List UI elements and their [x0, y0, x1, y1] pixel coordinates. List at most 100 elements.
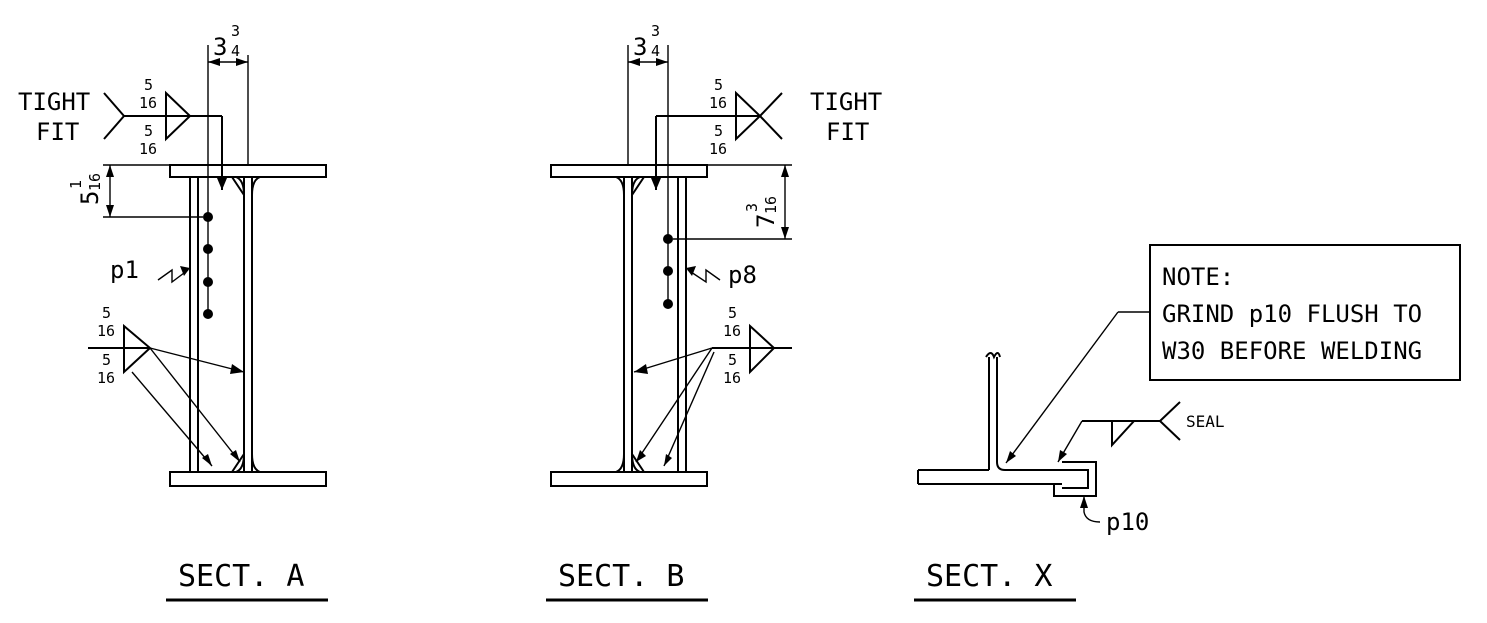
section-b-lower-weld-bot-den: 16 [723, 369, 741, 387]
section-b-dim-arrow [656, 58, 668, 66]
section-a-part-label: p1 [110, 256, 139, 284]
section-a-bolt [203, 212, 213, 222]
section-a-weld-bot-den: 16 [139, 140, 157, 158]
section-b-lower-weld-arrow [636, 450, 646, 462]
section-b-fillet-br [631, 453, 641, 473]
section-a-dim-top-den: 4 [231, 42, 240, 60]
section-a-lower-weld-leader [131, 371, 213, 467]
seal-fillet-weld-symbol [1111, 420, 1137, 448]
section-a-lower-weld-bot-num: 5 [102, 351, 111, 369]
note-line-3: W30 BEFORE WELDING [1162, 337, 1422, 365]
section-a-lower-fillet-weld-symbol [123, 323, 152, 375]
section-a-part-leader [157, 268, 189, 284]
section-a-title: SECT. A [178, 559, 304, 594]
section-x-weld-note: SEAL [1186, 412, 1225, 431]
section-x-title: SECT. X [926, 559, 1052, 594]
section-a-fillet-br [251, 453, 261, 473]
section-a-weld-top-den: 16 [139, 94, 157, 112]
section-b-fillet-tl [615, 176, 625, 196]
section-a-dim-arrow [106, 205, 114, 217]
section-a-dim-top-num: 3 [231, 22, 240, 40]
seal-weld-arrow [1058, 450, 1067, 462]
note-arrow [1006, 451, 1016, 463]
section-b-title: SECT. B [558, 559, 684, 594]
section-b-dim-side-whole: 7 [752, 214, 780, 228]
section-b-dim-arrow [628, 58, 640, 66]
section-b-dim-side-num: 3 [743, 203, 761, 212]
section-a-lower-weld-arrow [230, 364, 244, 374]
section-a-clip-top [231, 176, 245, 196]
part-p10-plate-outer [1053, 461, 1097, 497]
section-a-fillet-tl [235, 176, 245, 196]
section-a-lower-weld-arrow [202, 454, 212, 466]
section-a-part-arrow [180, 266, 190, 276]
section-a-dim-side-whole: 5 [76, 191, 104, 205]
section-b-weld-note-1: TIGHT [810, 88, 882, 116]
section-b-lower-weld-arrow [664, 454, 672, 466]
section-a-lower-weld-leader [149, 347, 241, 463]
section-b-weld-note-2: FIT [826, 118, 869, 146]
section-a-top-flange [169, 164, 327, 178]
section-a-lower-weld-top-den: 16 [97, 322, 115, 340]
section-a-weld-arrow [217, 178, 227, 190]
section-a-lower-weld-top-num: 5 [102, 304, 111, 322]
note-line-1: NOTE: [1162, 263, 1234, 291]
angle-fillet [996, 461, 1006, 471]
part-p10-plate-inner [1062, 469, 1089, 489]
section-b-lower-weld-top-num: 5 [728, 304, 737, 322]
section-b-fillet-weld-symbol [735, 90, 762, 142]
section-a-dim-arrow [236, 58, 248, 66]
section-b-weld-bot-num: 5 [714, 122, 723, 140]
section-b-lower-weld-leader [635, 347, 713, 463]
section-b-lower-fillet-weld-symbol [749, 323, 776, 375]
section-b-weld-arrow [651, 178, 661, 190]
section-b-dim-top-den: 4 [651, 42, 660, 60]
section-a-weld-tail [103, 92, 126, 140]
section-a-weld-note-2: FIT [36, 118, 79, 146]
section-a-clip-bottom [231, 453, 245, 473]
section-a-dim-arrow [106, 165, 114, 177]
section-x: NOTE: GRIND p10 FLUSH TO W30 BEFORE WELD… [914, 244, 1461, 602]
section-b-clip-top [631, 176, 645, 196]
section-b-clip-bottom [631, 453, 645, 473]
part-p10-arrow [1080, 496, 1088, 508]
section-b-weld-tail [759, 92, 783, 140]
section-b-lower-weld-top-den: 16 [723, 322, 741, 340]
section-b-top-flange [550, 164, 708, 178]
angle-break-mark [985, 352, 1001, 360]
section-a-weld-note-1: TIGHT [18, 88, 90, 116]
section-a-bolt [203, 277, 213, 287]
section-a-fillet-bl [235, 453, 245, 473]
section-b-lower-weld-leader [633, 347, 713, 373]
section-a-weld-bot-num: 5 [144, 122, 153, 140]
section-b-part-leader [687, 268, 721, 284]
part-p10-leader [1083, 496, 1101, 523]
section-b-dim-arrow [781, 227, 789, 239]
section-a-dim-arrow [208, 58, 220, 66]
section-b-lower-weld-leader [663, 351, 715, 467]
section-b: 3 3 4 7 3 16 TIGHT FIT 5 16 5 16 p8 5 [546, 22, 882, 602]
section-b-bolt [663, 266, 673, 276]
section-b-bolt [663, 234, 673, 244]
section-b-lower-weld-bot-num: 5 [728, 351, 737, 369]
section-b-weld-top-den: 16 [709, 94, 727, 112]
section-x-part-label: p10 [1106, 508, 1149, 536]
section-a: 3 3 4 5 1 16 TIGHT FIT 5 16 5 16 p1 5 [18, 22, 328, 602]
section-a-fillet-weld-symbol [165, 90, 192, 142]
section-a-dim-side-den: 16 [86, 173, 104, 191]
note-line-2: GRIND p10 FLUSH TO [1162, 300, 1422, 328]
section-a-dim-top-whole: 3 [213, 33, 227, 61]
section-a-lower-weld-leader [149, 347, 245, 373]
section-b-bottom-flange [550, 471, 708, 487]
section-b-fillet-bl [615, 453, 625, 473]
section-a-bolt [203, 309, 213, 319]
seal-weld-tail [1159, 401, 1181, 441]
section-b-dim-top-num: 3 [651, 22, 660, 40]
section-b-weld-bot-den: 16 [709, 140, 727, 158]
section-a-weld-top-num: 5 [144, 76, 153, 94]
section-b-part-label: p8 [728, 261, 757, 289]
section-a-fillet-tr [251, 176, 261, 196]
section-b-fillet-tr [631, 176, 641, 196]
section-b-dim-top-whole: 3 [633, 33, 647, 61]
